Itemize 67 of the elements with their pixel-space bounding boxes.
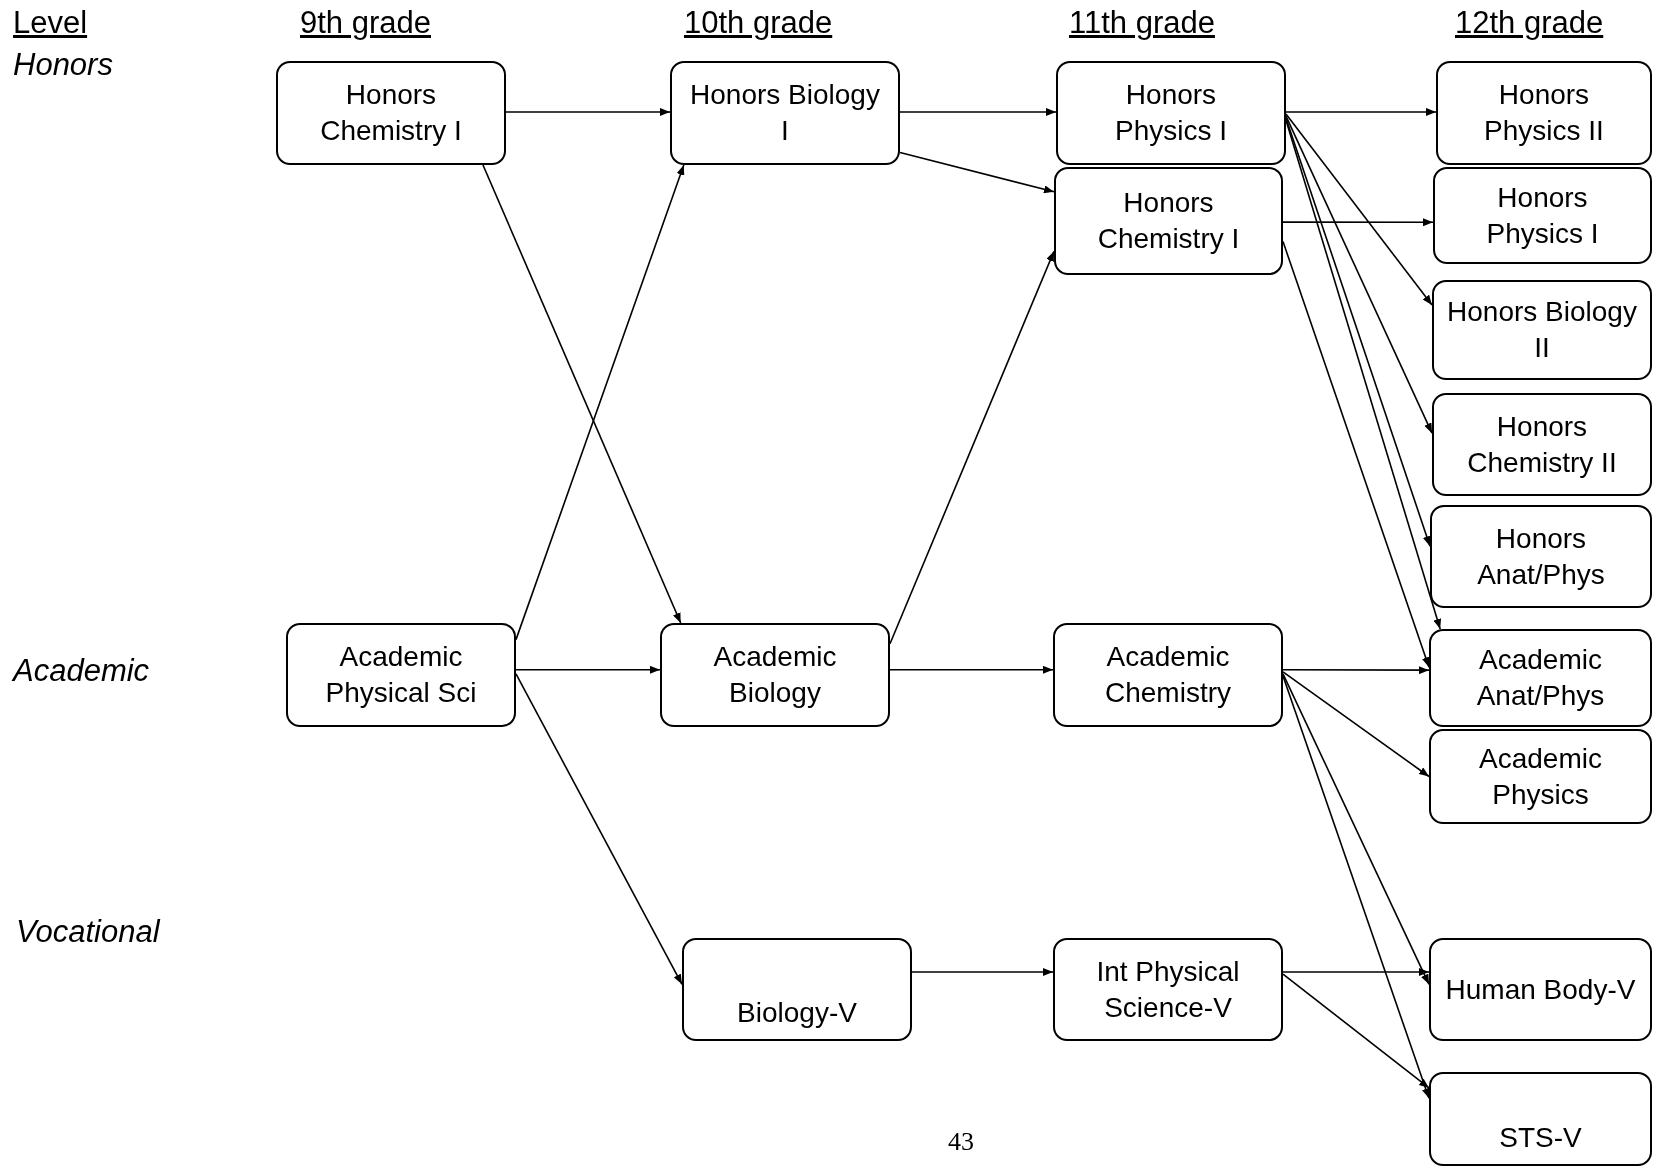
course-box (1429, 729, 1652, 824)
arrow (889, 250, 1055, 645)
column-heading: 11th grade (1069, 4, 1215, 42)
course-box (1429, 938, 1652, 1041)
arrow (1282, 218, 1434, 227)
arrow (889, 665, 1054, 674)
course-name: Academic Physics (1478, 741, 1603, 812)
arrow (1282, 666, 1430, 675)
column-heading: 12th grade (1455, 4, 1604, 42)
course-box (286, 623, 516, 727)
course-name: Biology-V (737, 996, 857, 1030)
column-heading: 9th grade (300, 4, 431, 42)
arrow (1285, 115, 1433, 434)
row-label: Honors (13, 46, 113, 84)
course-box (1429, 629, 1652, 727)
course-box (682, 938, 912, 1041)
arrow (899, 107, 1057, 116)
arrow (1285, 117, 1431, 547)
course-box (660, 623, 890, 727)
arrow (911, 968, 1054, 976)
course-name: Academic Chemistry (1104, 640, 1232, 710)
course-box (1053, 623, 1283, 727)
column-heading: 10th grade (684, 4, 833, 42)
course-box (1056, 61, 1286, 165)
course-name: Academic Biology (712, 640, 838, 710)
course-name: Academic Anat/Phys (1475, 643, 1606, 713)
course-name: Academic Physical Sci (324, 640, 478, 710)
row-label: Vocational (16, 913, 160, 951)
course-box (670, 61, 900, 165)
course-name: Honors Anat/Phys (1476, 521, 1606, 592)
column-heading: Level (13, 4, 88, 42)
arrow (1285, 107, 1437, 116)
arrow (515, 673, 683, 986)
arrow (1282, 973, 1430, 1089)
course-name: Honors Physics I (1114, 78, 1228, 148)
arrow (899, 151, 1055, 194)
arrow (1282, 675, 1430, 1100)
course-box (1432, 280, 1652, 380)
course-box (1436, 61, 1652, 165)
arrow (1282, 671, 1430, 778)
course-name: Honors Chemistry I (319, 78, 463, 148)
course-box (1054, 167, 1283, 275)
course-name: Honors Chemistry II (1466, 409, 1618, 480)
arrow (1282, 673, 1430, 986)
course-name: STS-V (1499, 1121, 1582, 1155)
arrow (515, 665, 661, 674)
course-name: Int Physical Science-V (1095, 954, 1241, 1025)
arrow (1282, 968, 1430, 976)
course-name: Honors Biology II (1447, 295, 1637, 365)
arrow (505, 107, 671, 116)
course-box (1432, 393, 1652, 496)
course-box (1429, 1072, 1652, 1166)
arrow (1282, 240, 1430, 668)
course-name: Honors Physics II (1483, 78, 1605, 148)
arrow (482, 164, 682, 624)
course-box (1430, 505, 1652, 608)
course-box (1433, 167, 1652, 264)
arrow (515, 164, 685, 641)
course-box (276, 61, 506, 165)
course-box (1053, 938, 1283, 1041)
course-name: Human Body-V (1445, 972, 1636, 1007)
course-name: Honors Biology I (690, 78, 880, 148)
course-name: Honors Physics I (1485, 180, 1600, 251)
row-label: Academic (13, 652, 150, 690)
arrow (1285, 113, 1433, 306)
page-number: 43 (948, 1126, 974, 1158)
course-name: Honors Chemistry I (1096, 186, 1241, 256)
